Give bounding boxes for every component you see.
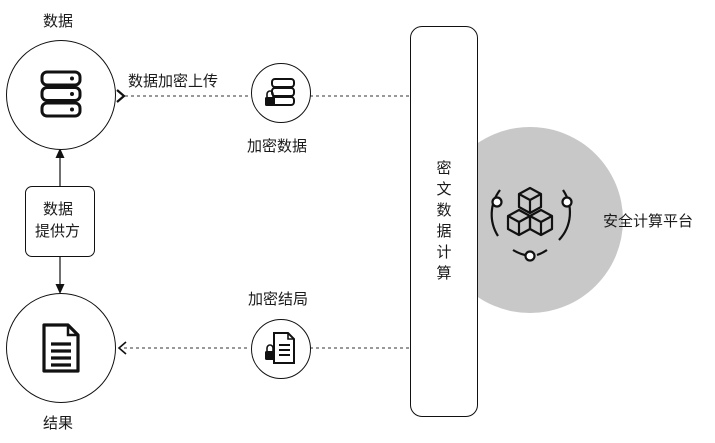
encrypted-data-label: 加密数据 <box>247 137 308 155</box>
data-node <box>6 40 116 150</box>
encrypted-result-label: 加密结局 <box>248 290 309 308</box>
provider-label-line2: 提供方 <box>35 222 81 240</box>
result-title: 结果 <box>43 414 74 432</box>
provider-down-arrow <box>55 284 65 294</box>
cipher-compute-column <box>410 26 478 417</box>
data-title: 数据 <box>43 12 74 30</box>
upload-arrow-head <box>116 89 126 103</box>
upload-label: 数据加密上传 <box>128 72 219 90</box>
provider-up-arrow <box>55 148 65 158</box>
platform-label: 安全计算平台 <box>603 212 694 230</box>
result-node <box>6 293 116 403</box>
result-arrow-head <box>117 341 127 355</box>
document-icon <box>42 323 80 373</box>
cipher-compute-label: 密文数据计算 <box>436 159 452 282</box>
database-icon <box>40 70 82 118</box>
provider-label-line1: 数据 <box>43 200 74 218</box>
data-provider-box <box>25 186 95 257</box>
locked-document-icon <box>265 332 295 364</box>
encrypted-data-node <box>251 63 311 123</box>
locked-database-icon <box>265 78 295 106</box>
cubes-icon <box>490 186 573 262</box>
